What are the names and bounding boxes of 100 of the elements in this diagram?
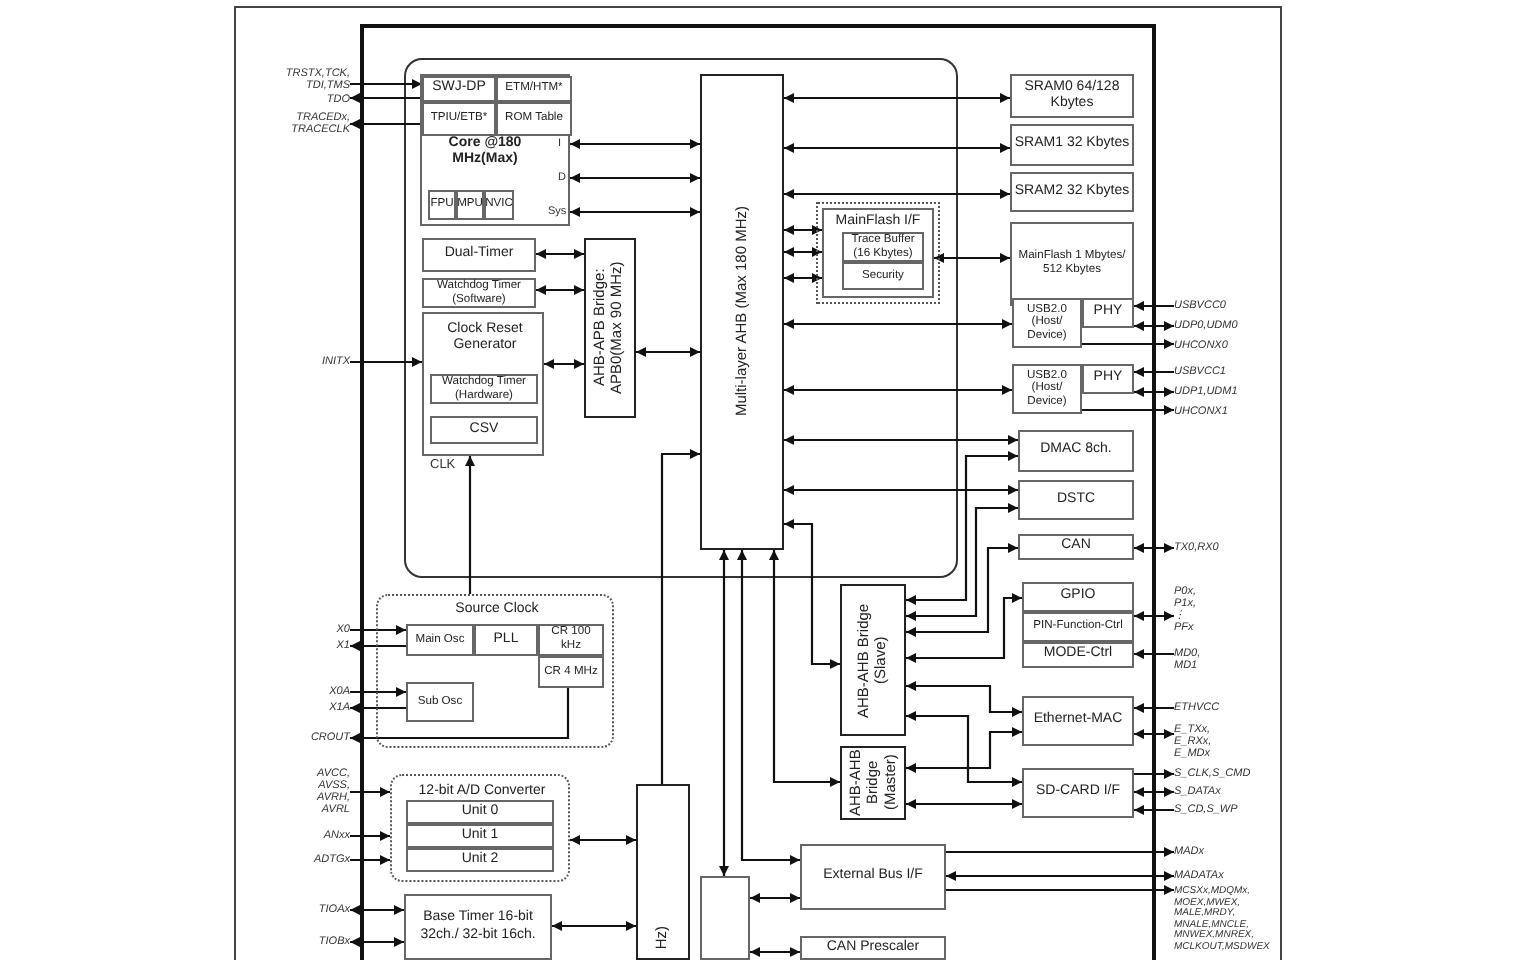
- block-box: [1022, 768, 1134, 818]
- arrow: [1134, 387, 1174, 397]
- arrow: [1134, 301, 1174, 311]
- arrow: [769, 550, 840, 787]
- arrow: [1134, 729, 1174, 739]
- arrow: [1134, 611, 1174, 621]
- arrow: [737, 550, 800, 865]
- block-box: [1082, 298, 1134, 328]
- arrow: [906, 503, 1018, 621]
- arrow: [465, 456, 475, 594]
- block-box: [1010, 222, 1134, 306]
- arrow: [570, 207, 700, 217]
- arrow: [784, 143, 1010, 153]
- block-box: [430, 416, 538, 444]
- block-box: [1010, 172, 1134, 212]
- block-box: [430, 374, 538, 404]
- arrow: [350, 937, 404, 947]
- arrow: [350, 688, 570, 743]
- arrow: [784, 225, 822, 235]
- arrow: [350, 357, 422, 367]
- block-box: [1022, 696, 1134, 746]
- block-box: [1018, 534, 1134, 560]
- arrow: [570, 173, 700, 183]
- arrow: [1134, 367, 1174, 377]
- block-box: [1012, 364, 1082, 414]
- arrow: [906, 593, 1022, 663]
- arrow: [544, 359, 584, 369]
- arrow: [350, 93, 422, 103]
- group-box: [376, 594, 614, 748]
- arrow: [946, 871, 1174, 881]
- block-box: [406, 624, 474, 656]
- arrow: [350, 687, 406, 697]
- block-box: [484, 190, 514, 220]
- block-box: [496, 76, 572, 102]
- arrow: [536, 285, 584, 295]
- arrow: [784, 485, 1018, 495]
- block-box: [422, 312, 544, 456]
- arrow: [784, 519, 840, 669]
- arrow: [570, 835, 636, 845]
- arrow: [906, 681, 1022, 717]
- block-box: [842, 232, 924, 262]
- arrow: [784, 319, 1012, 329]
- block-box: [1010, 124, 1134, 166]
- block-box: [1012, 298, 1082, 348]
- block-box: [1010, 74, 1134, 118]
- block-box: [700, 876, 750, 960]
- arrow: [784, 435, 1018, 445]
- block-box: [422, 238, 536, 272]
- arrow: [906, 543, 1018, 637]
- block-box: [420, 74, 570, 226]
- arrow: [1134, 321, 1174, 331]
- block-box: [474, 624, 538, 656]
- block-box: [1022, 642, 1134, 668]
- arrow: [350, 119, 422, 129]
- group-box: [390, 774, 570, 882]
- arrow: [946, 847, 1174, 857]
- group-box: [822, 208, 934, 298]
- bridge-bar: [840, 584, 906, 736]
- arrow: [719, 550, 729, 876]
- block-box: [1018, 430, 1134, 472]
- arrow: [906, 799, 1022, 809]
- block-box: [1018, 480, 1134, 520]
- arrow: [536, 249, 584, 259]
- arrow: [350, 703, 406, 713]
- arrow: [1134, 787, 1174, 797]
- block-box: [406, 800, 554, 824]
- arrow: [934, 253, 1010, 263]
- arrow: [906, 727, 1022, 773]
- block-box: [406, 824, 554, 848]
- arrow: [350, 79, 422, 89]
- bus-bar: [700, 74, 784, 550]
- arrow: [350, 625, 406, 635]
- arrow: [906, 451, 1018, 605]
- block-box: [1022, 582, 1134, 612]
- block-box: [496, 102, 572, 136]
- arrow: [750, 947, 800, 957]
- arrow: [784, 385, 1012, 395]
- arrow: [1134, 769, 1174, 779]
- arrow: [350, 787, 390, 797]
- arrow: [1134, 649, 1174, 659]
- arrow: [784, 189, 1010, 199]
- arrow: [784, 247, 822, 257]
- arrow: [636, 347, 700, 357]
- arrow: [784, 273, 822, 283]
- arrow: [350, 905, 404, 915]
- block-box: [428, 190, 456, 220]
- block-box: [1022, 612, 1134, 642]
- arrow: [1082, 339, 1174, 349]
- block-box: [800, 936, 946, 960]
- arrow: [1134, 805, 1174, 815]
- arrow: [570, 139, 700, 149]
- block-box: [538, 624, 604, 656]
- block-box: [406, 848, 554, 872]
- arrow: [660, 449, 700, 784]
- block-box: [456, 190, 484, 220]
- arrow: [946, 885, 1174, 895]
- bridge-bar: [636, 784, 690, 960]
- arrow: [350, 641, 406, 651]
- block-box: [422, 278, 536, 308]
- block-box: [404, 894, 552, 960]
